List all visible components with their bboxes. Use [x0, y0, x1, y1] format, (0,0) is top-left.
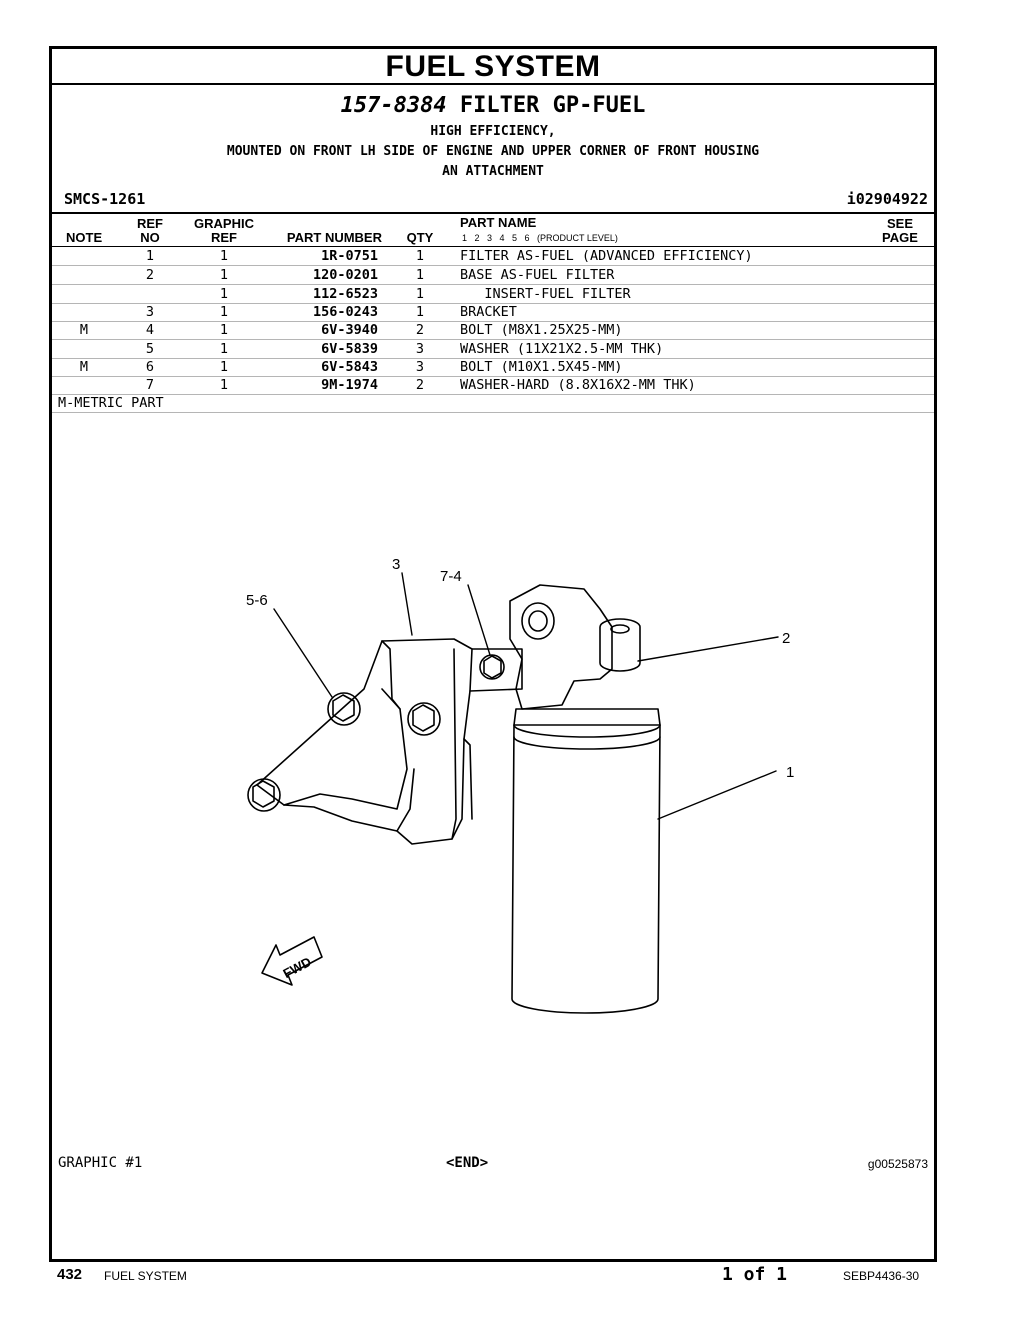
col-see-page: SEE PAGE: [872, 217, 928, 245]
row-qty: 1: [415, 286, 425, 302]
product-levels: 1 2 3 4 5 6 (PRODUCT LEVEL): [462, 233, 618, 243]
table-row: 2 1 120-0201 1 BASE AS-FUEL FILTER: [52, 266, 934, 285]
page-frame: FUEL SYSTEM 157-8384 FILTER GP-FUEL HIGH…: [49, 46, 937, 1262]
graphic-number: g00525873: [867, 1157, 928, 1171]
col-note: NOTE: [66, 230, 103, 245]
col-part-number: PART NUMBER: [286, 230, 382, 245]
row-qty: 3: [415, 341, 425, 357]
row-part-name: BRACKET: [460, 304, 517, 320]
row-graphic-ref: 1: [219, 322, 229, 338]
row-ref-no: 6: [145, 359, 155, 375]
callout-5-6: 5-6: [246, 592, 268, 609]
callout-3: 3: [392, 556, 400, 573]
col-graphic-ref: GRAPHIC REF: [188, 217, 260, 245]
col-ref-no-line2: NO: [140, 230, 160, 245]
row-part-name: BASE AS-FUEL FILTER: [460, 267, 615, 283]
table-row: 3 1 156-0243 1 BRACKET: [52, 303, 934, 322]
table-row: 1 112-6523 1 INSERT-FUEL FILTER: [52, 285, 934, 304]
info-id: i02904922: [846, 190, 928, 208]
fuel-filter-drawing: [511, 724, 661, 1014]
row-graphic-ref: 1: [219, 248, 229, 264]
row-part-name: INSERT-FUEL FILTER: [460, 286, 631, 302]
row-part-name: BOLT (M8X1.25X25-MM): [460, 322, 623, 338]
table-top-rule: [52, 212, 934, 214]
group-part-number: 157-8384: [340, 93, 447, 118]
row-part-name: WASHER (11X21X2.5-MM THK): [460, 341, 664, 357]
row-note: M: [79, 322, 89, 338]
row-graphic-ref: 1: [219, 304, 229, 320]
row-part-number: 112-6523: [312, 286, 378, 302]
col-part-name: PART NAME: [460, 215, 537, 230]
row-part-name: BOLT (M10X1.5X45-MM): [460, 359, 623, 375]
end-label: <END>: [446, 1155, 489, 1171]
parts-illustration: 3 7-4 5-6 2 1 FWD: [246, 556, 794, 1014]
footer-doc-number: SEBP4436-30: [843, 1269, 920, 1283]
row-graphic-ref: 1: [219, 359, 229, 375]
row-ref-no: 3: [145, 304, 155, 320]
section-title: FUEL SYSTEM: [385, 50, 601, 83]
row-part-number: 6V-3940: [321, 322, 378, 338]
col-ref-no: REF NO: [132, 217, 168, 245]
table-row: M 6 1 6V-5843 3 BOLT (M10X1.5X45-MM): [52, 358, 934, 377]
subtitle-line-2: MOUNTED ON FRONT LH SIDE OF ENGINE AND U…: [226, 144, 760, 159]
row-qty: 1: [415, 304, 425, 320]
callout-2: 2: [782, 630, 790, 647]
footer-section: FUEL SYSTEM: [104, 1269, 187, 1283]
row-ref-no: 4: [145, 322, 155, 338]
row-graphic-ref: 1: [219, 377, 229, 393]
row-part-number: 156-0243: [312, 304, 378, 320]
subtitle-line-1: HIGH EFFICIENCY,: [430, 124, 556, 139]
fwd-arrow-icon: [261, 936, 323, 986]
table-row: 1 1 1R-0751 1 FILTER AS-FUEL (ADVANCED E…: [52, 247, 934, 266]
footnote-row: M-METRIC PART: [52, 394, 934, 413]
row-qty: 3: [415, 359, 425, 375]
row-graphic-ref: 1: [219, 341, 229, 357]
row-part-name: FILTER AS-FUEL (ADVANCED EFFICIENCY): [460, 248, 753, 264]
table-row: M 4 1 6V-3940 2 BOLT (M8X1.25X25-MM): [52, 321, 934, 340]
row-graphic-ref: 1: [219, 286, 229, 302]
row-ref-no: 5: [145, 341, 155, 357]
row-qty: 2: [415, 322, 425, 338]
group-title: 157-8384 FILTER GP-FUEL: [52, 93, 934, 118]
footer-page-number: 432: [57, 1266, 83, 1283]
row-part-number: 6V-5839: [321, 341, 378, 357]
row-ref-no: 2: [145, 267, 155, 283]
row-part-number: 1R-0751: [321, 248, 378, 264]
graphic-label: GRAPHIC #1: [58, 1155, 143, 1171]
group-name: FILTER GP-FUEL: [459, 93, 646, 118]
col-see-page-line1: SEE: [886, 216, 913, 231]
row-part-number: 9M-1974: [321, 377, 378, 393]
row-qty: 1: [415, 248, 425, 264]
row-note: M: [79, 359, 89, 375]
table-row: 7 1 9M-1974 2 WASHER-HARD (8.8X16X2-MM T…: [52, 376, 934, 395]
bolt-drawing: [247, 654, 505, 812]
col-graphic-ref-line1: GRAPHIC: [194, 216, 254, 231]
row-graphic-ref: 1: [219, 267, 229, 283]
col-graphic-ref-line2: REF: [211, 230, 237, 245]
footer-page-of: 1 of 1: [722, 1264, 788, 1285]
row-part-number: 120-0201: [312, 267, 378, 283]
smcs-code: SMCS-1261: [64, 190, 146, 208]
filter-base-drawing: [509, 584, 661, 726]
row-part-name: WASHER-HARD (8.8X16X2-MM THK): [460, 377, 696, 393]
fwd-label: FWD: [280, 954, 313, 981]
table-row: 5 1 6V-5839 3 WASHER (11X21X2.5-MM THK): [52, 340, 934, 359]
callout-7-4: 7-4: [440, 568, 462, 585]
row-ref-no: 7: [145, 377, 155, 393]
section-title-bar: FUEL SYSTEM: [52, 49, 934, 85]
col-see-page-line2: PAGE: [882, 230, 918, 245]
row-ref-no: 1: [145, 248, 155, 264]
row-qty: 1: [415, 267, 425, 283]
callout-leaders: [273, 572, 779, 820]
table-header-rule: [52, 246, 934, 247]
bracket-drawing: [256, 638, 523, 845]
col-qty: QTY: [406, 230, 434, 245]
col-ref-no-line1: REF: [137, 216, 163, 231]
subtitle-line-3: AN ATTACHMENT: [442, 164, 544, 179]
callout-1: 1: [786, 764, 794, 781]
metric-footnote: M-METRIC PART: [58, 395, 164, 411]
row-part-number: 6V-5843: [321, 359, 378, 375]
row-qty: 2: [415, 377, 425, 393]
